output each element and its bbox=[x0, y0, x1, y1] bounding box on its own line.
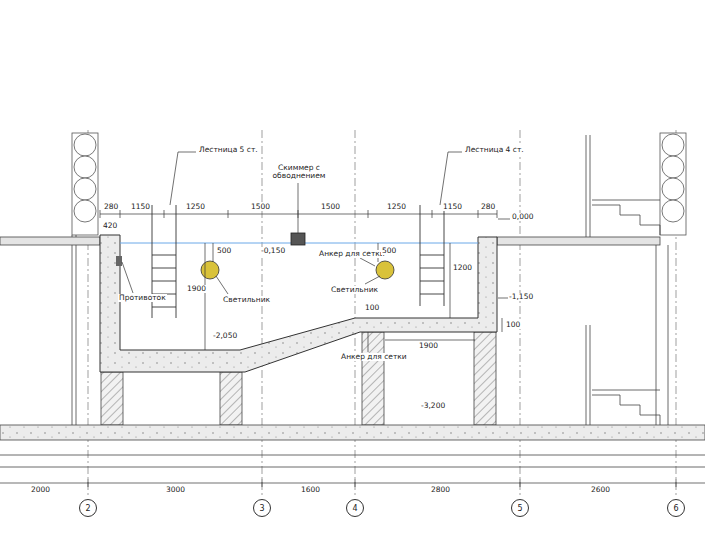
drawing-label: 500 bbox=[216, 247, 232, 255]
axis-marker: 5 bbox=[511, 499, 529, 517]
axis-marker: 4 bbox=[346, 499, 364, 517]
drawing-label: -2,050 bbox=[212, 332, 238, 340]
drawing-label: -1,150 bbox=[508, 293, 534, 301]
drawing-label: 2000 bbox=[30, 486, 51, 494]
drawing-label: 1250 bbox=[185, 203, 206, 211]
axis-marker: 3 bbox=[253, 499, 271, 517]
drawing-label: 100 bbox=[505, 321, 521, 329]
drawing-label: 1200 bbox=[452, 264, 473, 272]
drawing-label: Противоток bbox=[118, 294, 167, 302]
drawing-label: 280 bbox=[103, 203, 119, 211]
drawing-label: 1150 bbox=[130, 203, 151, 211]
drawing-label: 3000 bbox=[165, 486, 186, 494]
drawing-label: Скиммер с обводнением bbox=[268, 164, 330, 181]
drawing-label: 1500 bbox=[250, 203, 271, 211]
drawing-label: Светильник bbox=[222, 296, 271, 304]
drawing-label: 100 bbox=[364, 304, 380, 312]
drawing-label: 1600 bbox=[300, 486, 321, 494]
axis-marker: 2 bbox=[79, 499, 97, 517]
axis-number: 3 bbox=[259, 504, 264, 513]
drawing-label: 2800 bbox=[430, 486, 451, 494]
axis-number: 5 bbox=[517, 504, 522, 513]
drawing-label: Анкер для сетки bbox=[340, 353, 408, 361]
drawing-label: 1250 bbox=[386, 203, 407, 211]
drawing-label: 1150 bbox=[442, 203, 463, 211]
drawing-label: 1900 bbox=[418, 342, 439, 350]
drawing-label: Лестница 5 ст. bbox=[198, 146, 259, 154]
drawing-label: Анкер для сетки bbox=[318, 250, 386, 258]
drawing-label: 0,000 bbox=[511, 213, 534, 221]
drawing-label: Лестница 4 ст. bbox=[464, 146, 525, 154]
drawing-label: Светильник bbox=[330, 286, 379, 294]
drawing-label: -0,150 bbox=[260, 247, 286, 255]
drawing-label: 500 bbox=[381, 247, 397, 255]
drawing-label: 1900 bbox=[186, 285, 207, 293]
drawing-label: 2600 bbox=[590, 486, 611, 494]
drawing-label: 420 bbox=[102, 222, 118, 230]
axis-marker: 6 bbox=[667, 499, 685, 517]
drawing-label: 1500 bbox=[320, 203, 341, 211]
drawing-label: -3,200 bbox=[420, 402, 446, 410]
axis-number: 6 bbox=[673, 504, 678, 513]
axis-number: 4 bbox=[352, 504, 357, 513]
axis-number: 2 bbox=[85, 504, 90, 513]
drawing-label: 280 bbox=[480, 203, 496, 211]
